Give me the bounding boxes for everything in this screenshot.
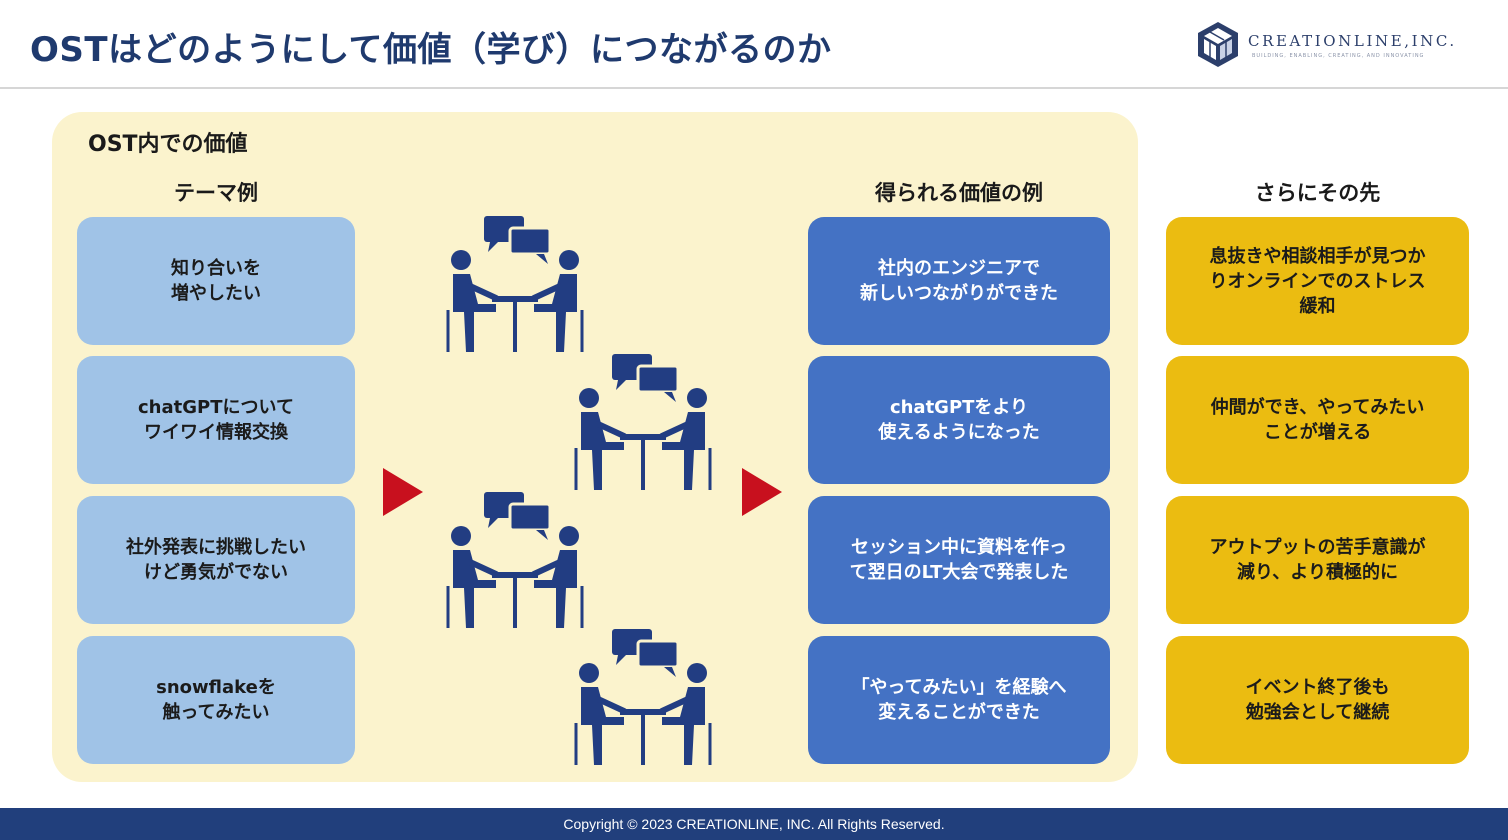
next-card: 息抜きや相談相手が見つか りオンラインでのストレス 緩和 (1166, 217, 1469, 345)
triangle-arrow-icon (383, 468, 423, 516)
two-people-talking-icon (446, 216, 584, 352)
logo-tagline: BUILDING, ENABLING, CREATING, AND INNOVA… (1252, 53, 1425, 59)
value-card: 「やってみたい」を経験へ 変えることができた (808, 636, 1110, 764)
copyright-text: Copyright © 2023 CREATIONLINE, INC. All … (563, 816, 945, 832)
triangle-arrow-icon (742, 468, 782, 516)
value-card: 社内のエンジニアで 新しいつながりができた (808, 217, 1110, 345)
theme-card: 社外発表に挑戦したい けど勇気がでない (77, 496, 355, 624)
value-column-header: 得られる価値の例 (875, 181, 1043, 205)
next-card: アウトプットの苦手意識が 減り、より積極的に (1166, 496, 1469, 624)
theme-column-header: テーマ例 (174, 181, 258, 205)
two-people-talking-icon (574, 629, 712, 765)
company-logo: CREATIONLINE,INC. BUILDING, ENABLING, CR… (1196, 20, 1486, 68)
slide-header: OSTはどのようにして価値（学び）につながるのか CREATIONLINE,IN… (0, 0, 1508, 89)
two-people-talking-icon (574, 354, 712, 490)
next-card: 仲間ができ、やってみたい ことが増える (1166, 356, 1469, 484)
theme-card: chatGPTについて ワイワイ情報交換 (77, 356, 355, 484)
value-card: セッション中に資料を作っ て翌日のLT大会で発表した (808, 496, 1110, 624)
theme-card: 知り合いを 増やしたい (77, 217, 355, 345)
theme-card: snowflakeを 触ってみたい (77, 636, 355, 764)
cube-logo-icon (1198, 22, 1238, 67)
slide-title: OSTはどのようにして価値（学び）につながるのか (30, 30, 832, 70)
ost-section-label: OST内での価値 (88, 132, 248, 157)
next-column-header: さらにその先 (1254, 181, 1381, 205)
slide-footer: Copyright © 2023 CREATIONLINE, INC. All … (0, 808, 1508, 840)
two-people-talking-icon (446, 492, 584, 628)
value-card: chatGPTをより 使えるようになった (808, 356, 1110, 484)
header-divider (0, 87, 1508, 89)
logo-wordmark: CREATIONLINE,INC. (1248, 32, 1457, 50)
next-card: イベント終了後も 勉強会として継続 (1166, 636, 1469, 764)
